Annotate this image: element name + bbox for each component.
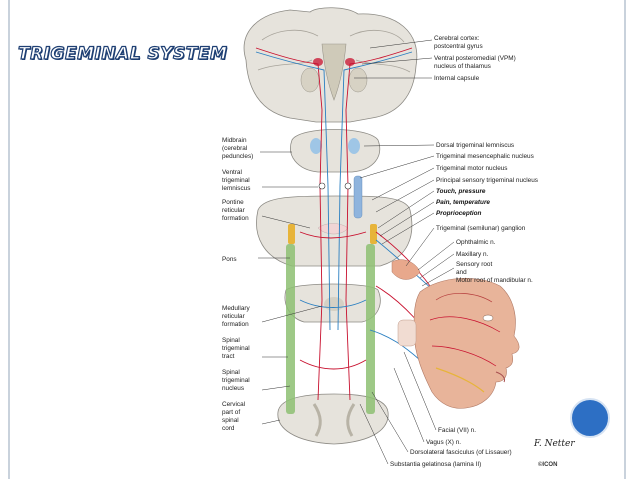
leader-lines-left bbox=[258, 151, 323, 425]
label-dorsal-trigeminal-lemniscus: Dorsal trigeminal lemniscus bbox=[436, 142, 514, 149]
slide-accent-circle bbox=[570, 398, 610, 438]
trigeminal-ganglion bbox=[391, 259, 421, 280]
label-medullary: Medullary bbox=[222, 305, 251, 312]
label-maxillary-n: Maxillary n. bbox=[456, 251, 489, 258]
sensory-pathways bbox=[255, 47, 471, 401]
label-and: and bbox=[456, 269, 467, 276]
label-spinal-tract-2: trigeminal bbox=[222, 345, 250, 352]
label-internal-capsule: Internal capsule bbox=[434, 75, 480, 82]
label-motor-nucleus: Trigeminal motor nucleus bbox=[436, 165, 508, 172]
label-cerebral-cortex: Cerebral cortex: bbox=[434, 35, 480, 42]
label-vagus-n: Vagus (X) n. bbox=[426, 439, 461, 446]
label-midbrain-2: (cerebral bbox=[222, 145, 247, 152]
label-ventral: Ventral bbox=[222, 169, 242, 176]
right-labels: Cerebral cortex: postcentral gyrus Ventr… bbox=[390, 35, 538, 468]
label-cervical: Cervical bbox=[222, 401, 245, 408]
label-spinal-tract-3: tract bbox=[222, 353, 235, 360]
label-mesencephalic-nucleus: Trigeminal mesencephalic nucleus bbox=[436, 153, 534, 160]
label-ventral-2: trigeminal bbox=[222, 177, 250, 184]
label-midbrain-3: peduncles) bbox=[222, 153, 253, 160]
label-pontine-2: reticular bbox=[222, 207, 246, 214]
label-pontine-3: formation bbox=[222, 215, 249, 222]
label-facial-n: Facial (VII) n. bbox=[438, 427, 476, 434]
label-principal-sensory-nucleus: Principal sensory trigeminal nucleus bbox=[436, 177, 538, 184]
label-spinal-nucleus-2: trigeminal bbox=[222, 377, 250, 384]
label-semilunar-ganglion: Trigeminal (semilunar) ganglion bbox=[436, 225, 526, 232]
netter-signature: F. Netter bbox=[533, 439, 575, 449]
label-touch-pressure: Touch, pressure bbox=[436, 188, 486, 195]
label-proprioception: Proprioception bbox=[436, 210, 482, 217]
left-labels: Midbrain (cerebral peduncles) Ventral tr… bbox=[222, 137, 253, 432]
label-vpm-thalamus: nucleus of thalamus bbox=[434, 63, 491, 70]
label-spinal-nucleus: Spinal bbox=[222, 369, 240, 376]
label-cervical-3: spinal bbox=[222, 417, 239, 424]
label-motor-root-mandibular: Motor root of mandibular n. bbox=[456, 277, 533, 284]
label-medullary-2: reticular bbox=[222, 313, 246, 320]
label-substantia-gelatinosa: Substantia gelatinosa (lamina II) bbox=[390, 461, 481, 468]
medulla-section bbox=[284, 283, 381, 323]
slide-frame-right bbox=[624, 0, 626, 479]
label-ventral-3: lemniscus bbox=[222, 185, 250, 192]
label-midbrain: Midbrain bbox=[222, 137, 247, 144]
leader-lines-right bbox=[354, 39, 455, 465]
label-cervical-2: part of bbox=[222, 409, 240, 416]
slide-title: TRIGEMINAL SYSTEM bbox=[17, 43, 228, 64]
label-pontine: Pontine bbox=[222, 199, 244, 206]
publisher-mark: ©ICON bbox=[538, 461, 557, 468]
label-pons: Pons bbox=[222, 256, 237, 263]
label-postcentral-gyrus: postcentral gyrus bbox=[434, 43, 483, 50]
label-spinal-nucleus-3: nucleus bbox=[222, 385, 244, 392]
face-illustration bbox=[397, 278, 520, 409]
label-pain-temperature: Pain, temperature bbox=[436, 199, 490, 206]
label-vpm: Ventral posteromedial (VPM) bbox=[434, 55, 516, 62]
slide-frame-left bbox=[8, 0, 10, 479]
label-ophthalmic-n: Ophthalmic n. bbox=[456, 239, 496, 246]
label-sensory-root: Sensory root bbox=[456, 261, 492, 268]
spinal-trigeminal-tracts bbox=[286, 244, 375, 414]
label-lissauer: Dorsolateral fasciculus (of Lissauer) bbox=[410, 449, 512, 456]
midbrain-section bbox=[290, 129, 380, 173]
label-cervical-4: cord bbox=[222, 425, 235, 432]
label-spinal-tract: Spinal bbox=[222, 337, 240, 344]
cerebrum-section bbox=[243, 7, 418, 123]
label-medullary-3: formation bbox=[222, 321, 249, 328]
spinal-cord-section bbox=[277, 393, 389, 445]
